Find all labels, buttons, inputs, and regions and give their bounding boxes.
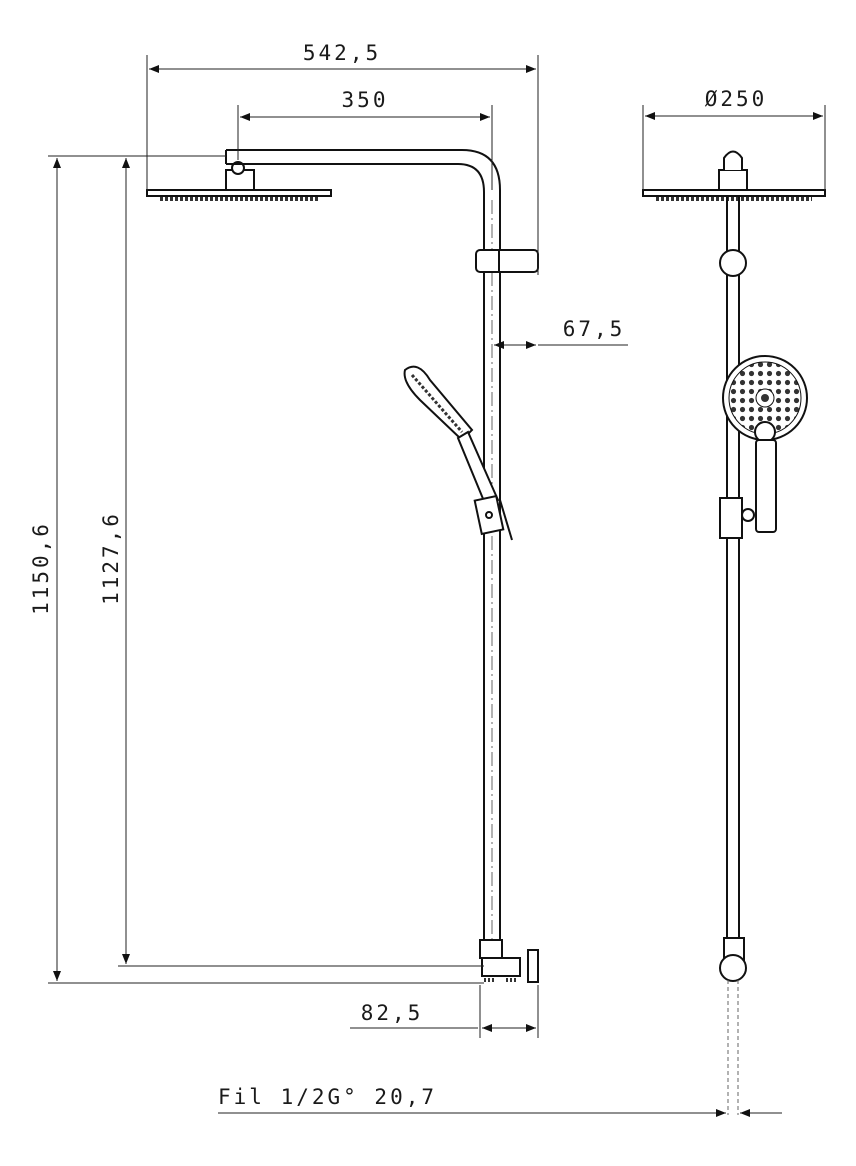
dimension-holder-offset: 67,5 xyxy=(494,317,628,349)
dim-column-height-label: 1127,6 xyxy=(99,511,123,605)
side-view xyxy=(146,149,539,983)
wall-bracket-upper xyxy=(475,249,539,273)
dim-base-offset-label: 82,5 xyxy=(361,1001,424,1025)
shower-arm xyxy=(225,149,501,955)
wall-connector-lower-front xyxy=(719,937,747,1115)
wall-connector-lower xyxy=(479,939,539,983)
hand-shower-side xyxy=(403,365,513,541)
overhead-shower-head-front xyxy=(642,150,826,201)
dimension-base-offset: 82,5 xyxy=(350,985,539,1038)
front-view xyxy=(642,150,826,1115)
hand-shower-face xyxy=(722,355,808,441)
dim-thread-spec-label: Fil 1/2G° 20,7 xyxy=(218,1085,437,1109)
dimension-head-diameter: Ø250 xyxy=(642,87,826,190)
dim-overall-width-label: 542,5 xyxy=(303,41,381,65)
overhead-shower-head xyxy=(146,161,332,201)
dim-holder-offset-label: 67,5 xyxy=(563,317,626,341)
bracket-ball-front xyxy=(719,249,747,277)
dim-head-diameter-label: Ø250 xyxy=(705,87,768,111)
dim-arm-length-label: 350 xyxy=(342,88,389,112)
dimension-thread-spec: Fil 1/2G° 20,7 xyxy=(218,1085,782,1117)
hand-shower-handle-front xyxy=(719,421,777,539)
dim-overall-height-label: 1150,6 xyxy=(29,521,53,615)
dimension-column-height: 1127,6 xyxy=(99,155,484,967)
dimension-overall-height: 1150,6 xyxy=(29,155,484,984)
dimension-arm-length: 350 xyxy=(237,88,493,190)
dimension-overall-width: 542,5 xyxy=(146,41,539,275)
